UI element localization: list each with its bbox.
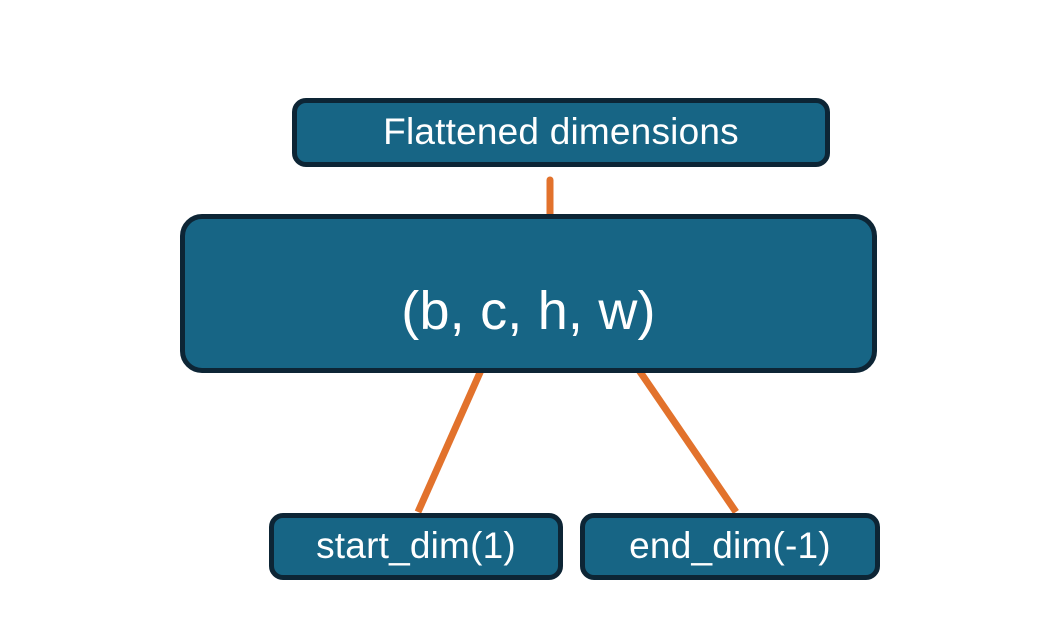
flattened-dimensions-box[interactable]: Flattened dimensions bbox=[292, 98, 830, 167]
start-dim-box[interactable]: start_dim(1) bbox=[269, 513, 563, 580]
start-dim-label: start_dim(1) bbox=[316, 525, 516, 567]
tensor-shape-label: (b, c, h, w) bbox=[401, 281, 656, 342]
end-dim-label: end_dim(-1) bbox=[629, 525, 831, 567]
end-dim-box[interactable]: end_dim(-1) bbox=[580, 513, 880, 580]
tensor-shape-box[interactable]: (b, c, h, w) bbox=[180, 214, 877, 373]
flattened-dimensions-label: Flattened dimensions bbox=[383, 111, 739, 153]
